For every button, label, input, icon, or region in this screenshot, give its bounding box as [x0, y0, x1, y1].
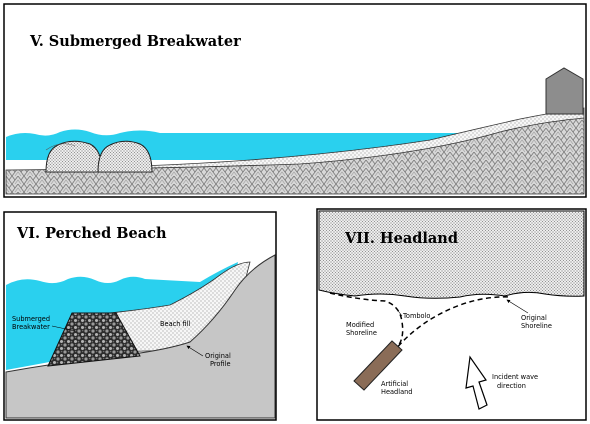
label-original: Original — [205, 352, 231, 360]
label-tombolo: Tombolo — [402, 312, 430, 320]
label-profile: Profile — [210, 360, 231, 368]
label-original: Original — [521, 314, 547, 322]
label-direction: direction — [497, 382, 526, 390]
label-breakwater: Breakwater — [12, 323, 50, 331]
leader-arrow — [506, 299, 529, 314]
label-modified-shoreline: Shoreline — [346, 329, 377, 337]
land-area — [318, 210, 585, 299]
label-modified: Modified — [346, 321, 374, 329]
panel-title: V. Submerged Breakwater — [29, 33, 241, 50]
submerged-breakwater — [47, 312, 141, 367]
modified-shoreline — [329, 292, 511, 351]
leader-line — [395, 307, 403, 317]
panel-headland: VII. Headland Modified Shoreline Tombolo… — [316, 208, 587, 421]
label-beach-fill: Beach fill — [160, 320, 191, 328]
label-incident-wave: Incident wave — [492, 373, 538, 381]
incident-wave-arrow-icon — [465, 355, 488, 410]
panel-perched-beach: VI. Perched Beach Submerged Breakwater B… — [3, 211, 277, 421]
label-artificial-headland: Headland — [381, 388, 412, 396]
breakwater-stone — [97, 140, 153, 173]
label-original-shoreline: Shoreline — [521, 322, 552, 330]
panel-title: VI. Perched Beach — [16, 225, 167, 242]
artificial-headland — [353, 340, 403, 391]
label-submerged: Submerged — [12, 315, 50, 323]
leader-line — [51, 325, 76, 332]
house-icon — [545, 67, 584, 115]
panel-submerged-breakwater: V. Submerged Breakwater — [3, 3, 587, 198]
stone-shading — [45, 143, 76, 151]
label-artificial: Artificial — [381, 380, 408, 388]
panel-title: VII. Headland — [344, 230, 458, 247]
leader-arrow — [186, 345, 204, 357]
